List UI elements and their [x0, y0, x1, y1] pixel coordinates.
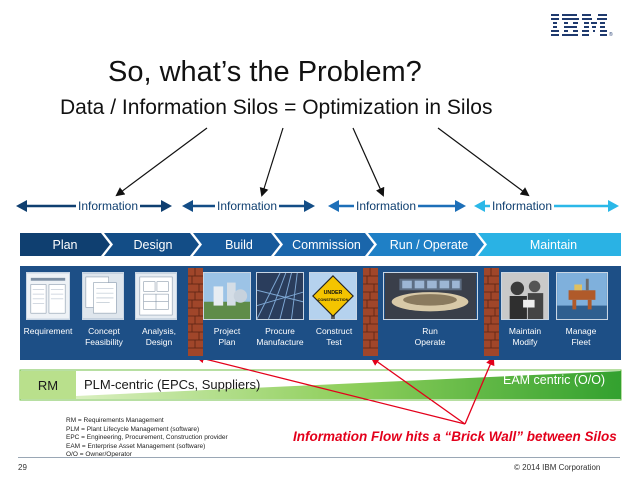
run-operate-control-room-image	[383, 272, 478, 320]
offshore-platform-image	[556, 272, 608, 320]
legend-item: EAM = Enterprise Asset Management (softw…	[66, 442, 206, 450]
maintain-workers-image	[501, 272, 549, 320]
requirement-document-image	[26, 272, 70, 320]
concept-document-image	[82, 272, 124, 320]
design-drawing-image	[135, 272, 177, 320]
pointer-arrow-4	[437, 127, 530, 197]
construction-sign-line1: UNDER	[324, 290, 343, 296]
phase-plan: Plan	[52, 237, 78, 252]
rm-centric-box: RM	[20, 371, 76, 399]
legend-item: O/O = Owner/Operator	[66, 451, 132, 459]
activity-caption-requirement: Requirement	[23, 326, 73, 336]
eam-centric-label: EAM centric (O/O)	[503, 373, 606, 387]
abbreviation-legend: RM = Requirements Management PLM = Plant…	[66, 417, 228, 460]
brick-wall-2	[363, 268, 378, 356]
phase-design: Design	[133, 237, 173, 252]
pointer-arrow-3	[352, 127, 385, 197]
project-plan-image	[203, 272, 251, 320]
page-number: 29	[18, 463, 27, 472]
construction-sign-line2: CONSTRUCTION	[318, 298, 349, 302]
callout-arrow-2	[370, 356, 466, 425]
construction-sign-image: UNDER CONSTRUCTION	[309, 272, 357, 320]
information-label-2: Information	[215, 199, 280, 213]
brick-wall-3	[484, 268, 499, 356]
activity-caption-analysis: Analysis,Design	[141, 326, 176, 347]
phase-run-operate: Run / Operate	[389, 237, 469, 252]
pointer-arrow-2	[259, 127, 284, 197]
legend-item: RM = Requirements Management	[66, 417, 164, 424]
phase-commission: Commission	[292, 237, 361, 252]
information-label-3: Information	[354, 199, 419, 213]
information-label-4: Information	[490, 199, 555, 213]
phase-maintain: Maintain	[529, 237, 578, 252]
footer-divider	[18, 457, 620, 458]
ibm-logo: ®	[551, 14, 613, 38]
procure-manufacture-image	[256, 272, 304, 320]
phase-build: Build	[225, 237, 253, 252]
plm-centric-label: PLM-centric (EPCs, Suppliers)	[84, 377, 261, 392]
slide-subtitle: Data / Information Silos = Optimization …	[60, 96, 493, 119]
callout-arrow-3	[464, 356, 495, 425]
legend-item: PLM = Plant Lifecycle Management (softwa…	[66, 425, 200, 433]
svg-text:®: ®	[609, 31, 613, 38]
brick-wall-1	[188, 268, 203, 356]
slide-title: So, what’s the Problem?	[108, 56, 422, 88]
legend-item: EPC = Engineering, Procurement, Construc…	[66, 434, 228, 442]
brick-wall-callout: Information Flow hits a “Brick Wall” bet…	[293, 429, 617, 444]
information-label-1: Information	[76, 199, 141, 213]
pointer-arrow-1	[115, 127, 208, 197]
copyright-notice: © 2014 IBM Corporation	[514, 463, 601, 472]
